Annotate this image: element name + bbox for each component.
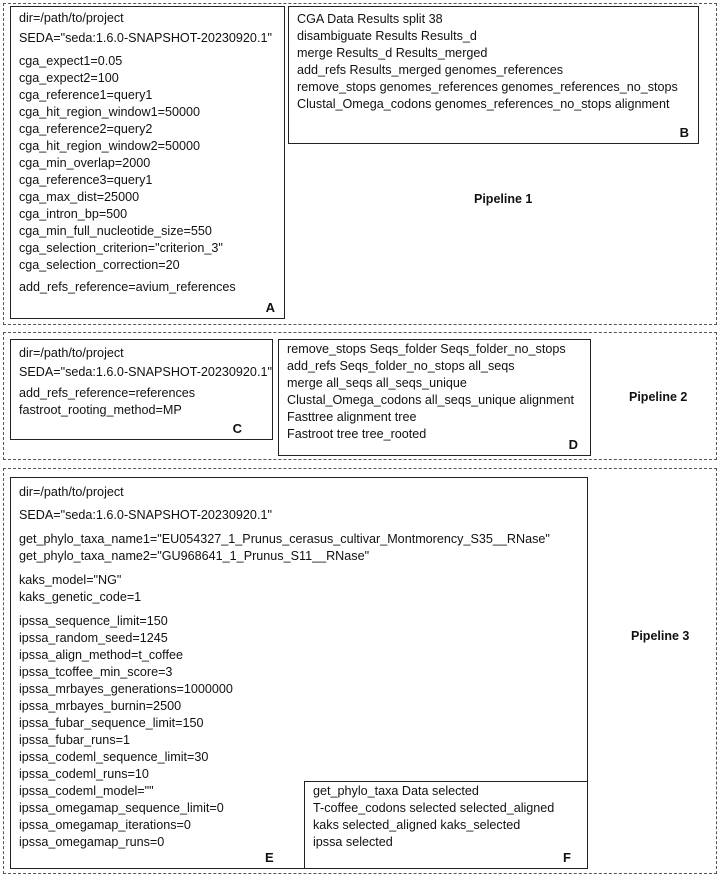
config-line: cga_expect1=0.05: [19, 54, 123, 68]
pipeline-3-label: Pipeline 3: [631, 629, 690, 643]
config-line: cga_reference3=query1: [19, 173, 153, 187]
config-box-e: dir=/path/to/project SEDA="seda:1.6.0-SN…: [10, 477, 588, 869]
config-line: get_phylo_taxa_name2="GU968641_1_Prunus_…: [19, 549, 370, 563]
command-line: remove_stops genomes_references genomes_…: [297, 80, 678, 94]
box-tag-e: E: [265, 850, 274, 865]
box-tag-d: D: [568, 437, 578, 452]
config-line: dir=/path/to/project: [19, 485, 124, 499]
command-line: merge Results_d Results_merged: [297, 46, 488, 60]
command-line: add_refs Results_merged genomes_referenc…: [297, 63, 564, 77]
command-line: Clustal_Omega_codons all_seqs_unique ali…: [287, 393, 575, 407]
command-line: add_refs Seqs_folder_no_stops all_seqs: [287, 359, 515, 373]
config-line: kaks_genetic_code=1: [19, 590, 142, 604]
command-line: T-coffee_codons selected selected_aligne…: [313, 801, 555, 815]
config-line: ipssa_fubar_sequence_limit=150: [19, 716, 204, 730]
config-line: ipssa_mrbayes_generations=1000000: [19, 682, 233, 696]
command-line: ipssa selected: [313, 835, 393, 849]
config-line: cga_selection_criterion="criterion_3": [19, 241, 223, 255]
config-line: fastroot_rooting_method=MP: [19, 403, 182, 417]
config-line: cga_max_dist=25000: [19, 190, 140, 204]
config-line: add_refs_reference=references: [19, 386, 196, 400]
pipeline-1-frame: [3, 3, 717, 325]
config-line: SEDA="seda:1.6.0-SNAPSHOT-20230920.1": [19, 31, 272, 45]
config-line: ipssa_random_seed=1245: [19, 631, 168, 645]
box-tag-f: F: [563, 850, 571, 865]
box-tag-b: B: [679, 125, 689, 140]
config-line: cga_reference1=query1: [19, 88, 153, 102]
config-line: get_phylo_taxa_name1="EU054327_1_Prunus_…: [19, 532, 550, 546]
config-line: SEDA="seda:1.6.0-SNAPSHOT-20230920.1": [19, 508, 272, 522]
config-line: cga_min_full_nucleotide_size=550: [19, 224, 212, 238]
pipeline-1-label: Pipeline 1: [474, 192, 533, 206]
command-line: kaks selected_aligned kaks_selected: [313, 818, 521, 832]
config-line: cga_hit_region_window1=50000: [19, 105, 201, 119]
config-line: SEDA="seda:1.6.0-SNAPSHOT-20230920.1": [19, 365, 272, 379]
command-line: disambiguate Results Results_d: [297, 29, 477, 43]
config-line: ipssa_omegamap_runs=0: [19, 835, 165, 849]
config-line: dir=/path/to/project: [19, 11, 124, 25]
config-line: cga_reference2=query2: [19, 122, 153, 136]
config-line: cga_hit_region_window2=50000: [19, 139, 201, 153]
commands-box-b: CGA Data Results split 38 disambiguate R…: [288, 6, 699, 144]
config-line: dir=/path/to/project: [19, 346, 124, 360]
command-line: Clustal_Omega_codons genomes_references_…: [297, 97, 670, 111]
config-line: ipssa_codeml_model="": [19, 784, 154, 798]
config-line: ipssa_omegamap_iterations=0: [19, 818, 191, 832]
pipeline-2-label: Pipeline 2: [629, 390, 688, 404]
config-line: ipssa_tcoffee_min_score=3: [19, 665, 173, 679]
config-line: ipssa_align_method=t_coffee: [19, 648, 183, 662]
command-line: Fasttree alignment tree: [287, 410, 417, 424]
config-box-c: dir=/path/to/project SEDA="seda:1.6.0-SN…: [10, 339, 273, 440]
command-line: CGA Data Results split 38: [297, 12, 443, 26]
config-line: ipssa_codeml_sequence_limit=30: [19, 750, 209, 764]
pipeline-2-frame: [3, 332, 717, 460]
command-line: Fastroot tree tree_rooted: [287, 427, 427, 441]
box-tag-a: A: [265, 300, 275, 315]
command-line: get_phylo_taxa Data selected: [313, 784, 479, 798]
command-line: merge all_seqs all_seqs_unique: [287, 376, 467, 390]
config-line: ipssa_sequence_limit=150: [19, 614, 168, 628]
config-line: ipssa_codeml_runs=10: [19, 767, 149, 781]
config-line: ipssa_fubar_runs=1: [19, 733, 130, 747]
commands-box-f: get_phylo_taxa Data selected T-coffee_co…: [304, 781, 588, 869]
config-line: cga_expect2=100: [19, 71, 119, 85]
config-line: cga_selection_correction=20: [19, 258, 180, 272]
config-line: ipssa_mrbayes_burnin=2500: [19, 699, 182, 713]
box-tag-c: C: [232, 421, 242, 436]
pipeline-3-frame: [3, 468, 717, 874]
config-line: add_refs_reference=avium_references: [19, 280, 236, 294]
config-line: cga_intron_bp=500: [19, 207, 128, 221]
config-line: cga_min_overlap=2000: [19, 156, 151, 170]
config-box-a: dir=/path/to/project SEDA="seda:1.6.0-SN…: [10, 6, 285, 319]
config-line: ipssa_omegamap_sequence_limit=0: [19, 801, 224, 815]
commands-box-d: remove_stops Seqs_folder Seqs_folder_no_…: [278, 339, 591, 456]
config-line: kaks_model="NG": [19, 573, 122, 587]
command-line: remove_stops Seqs_folder Seqs_folder_no_…: [287, 342, 566, 356]
